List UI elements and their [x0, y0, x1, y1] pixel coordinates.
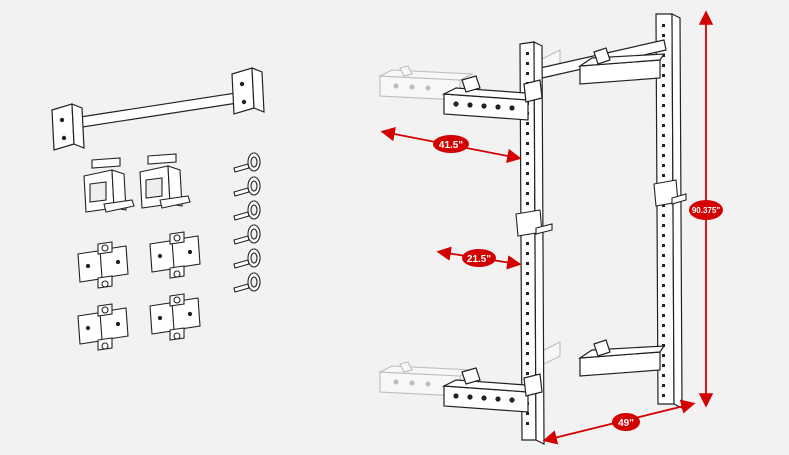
- upright-hole: [662, 234, 665, 237]
- upright-hole: [662, 154, 665, 157]
- pin: [233, 224, 261, 245]
- dim-badge-folded-depth: 21.5": [462, 249, 496, 267]
- lower-arm: [441, 339, 666, 413]
- hinge-bracket: [149, 293, 201, 341]
- upright-hole: [662, 294, 665, 297]
- upright-hole: [526, 242, 529, 245]
- upright-hole: [662, 394, 665, 397]
- upright-hole: [526, 322, 529, 325]
- j-cup-right: [139, 153, 191, 209]
- upright-hole: [526, 72, 529, 75]
- upright-hole: [526, 132, 529, 135]
- upright-hole: [526, 122, 529, 125]
- upright-hole: [662, 284, 665, 287]
- upright-hole: [662, 304, 665, 307]
- dim-badge-height: 90.375": [689, 200, 723, 220]
- upright-hole: [526, 142, 529, 145]
- upright-hole: [526, 252, 529, 255]
- upright-hole: [662, 274, 665, 277]
- upright-hole: [662, 334, 665, 337]
- upright-hole: [526, 152, 529, 155]
- upright-hole: [526, 52, 529, 55]
- upright-hole: [662, 354, 665, 357]
- pin: [233, 176, 261, 197]
- upright-hole: [662, 94, 665, 97]
- upright-hole: [526, 62, 529, 65]
- upright-hole: [526, 192, 529, 195]
- pin: [233, 272, 261, 293]
- upright-hole: [662, 64, 665, 67]
- pin: [233, 248, 261, 269]
- upright-hole: [662, 104, 665, 107]
- pullup-bar-part: [51, 67, 265, 151]
- upright-hole: [526, 412, 529, 415]
- upright-hole: [662, 174, 665, 177]
- upright-hole: [526, 182, 529, 185]
- upright-hole: [526, 352, 529, 355]
- svg-text:49": 49": [618, 418, 634, 429]
- svg-text:21.5": 21.5": [467, 254, 491, 265]
- upright-hole: [662, 364, 665, 367]
- dim-badge-width: 49": [612, 413, 640, 431]
- upright-hole: [662, 384, 665, 387]
- upright-hole: [662, 164, 665, 167]
- upright-hole: [662, 204, 665, 207]
- dim-badge-arm-depth: 41.5": [433, 135, 469, 153]
- upright-hole: [662, 74, 665, 77]
- upright-hole: [526, 162, 529, 165]
- upright-hole: [662, 24, 665, 27]
- front-upright: [519, 41, 545, 445]
- upright-hole: [526, 202, 529, 205]
- upright-hole: [662, 224, 665, 227]
- upright-hole: [526, 172, 529, 175]
- upright-hole: [526, 372, 529, 375]
- upright-hole: [526, 302, 529, 305]
- hinge-bracket: [77, 241, 129, 289]
- svg-text:90.375": 90.375": [692, 206, 720, 215]
- pin-group: [233, 152, 261, 293]
- pin: [233, 152, 261, 173]
- upright-hole: [662, 314, 665, 317]
- j-cup-left: [83, 157, 135, 213]
- upright-hole: [662, 324, 665, 327]
- upright-hole: [662, 374, 665, 377]
- upright-hole: [526, 262, 529, 265]
- upright-hole: [662, 114, 665, 117]
- upright-hole: [662, 144, 665, 147]
- upright-hole: [526, 342, 529, 345]
- rack-j-cups: [515, 179, 687, 237]
- upright-hole: [662, 264, 665, 267]
- ghost-arms: [377, 49, 561, 397]
- hinge-bracket-group: [77, 231, 201, 351]
- pin: [233, 200, 261, 221]
- upright-hole: [526, 292, 529, 295]
- upright-hole: [662, 214, 665, 217]
- upper-arm: [441, 47, 666, 121]
- upright-hole: [662, 34, 665, 37]
- upright-hole: [526, 282, 529, 285]
- upright-hole: [662, 124, 665, 127]
- upright-hole: [662, 244, 665, 247]
- upright-hole: [526, 272, 529, 275]
- upright-hole: [662, 84, 665, 87]
- upright-hole: [526, 422, 529, 425]
- upright-hole: [526, 332, 529, 335]
- upright-hole: [526, 362, 529, 365]
- hinge-bracket: [149, 231, 201, 279]
- upright-hole: [662, 134, 665, 137]
- upright-hole: [662, 254, 665, 257]
- svg-text:41.5": 41.5": [439, 140, 463, 151]
- hinge-bracket: [77, 303, 129, 351]
- upright-hole: [526, 312, 529, 315]
